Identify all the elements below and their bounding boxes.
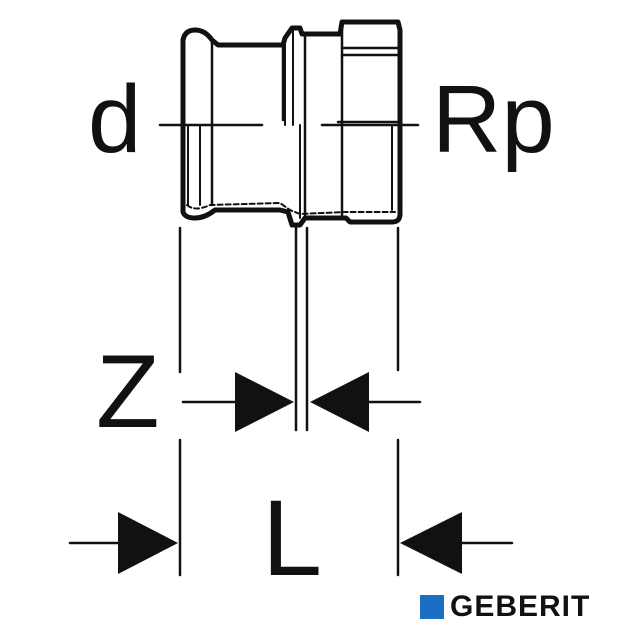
arrow-left-icon (310, 372, 369, 432)
arrow-left-icon (400, 512, 462, 574)
label-d: d (88, 66, 142, 173)
geberit-logo: GEBERIT (420, 590, 590, 624)
label-l: L (262, 477, 323, 598)
logo-square-icon (420, 595, 444, 619)
arrow-right-icon (118, 512, 178, 574)
logo-text: GEBERIT (450, 590, 591, 623)
label-rp: Rp (432, 66, 555, 173)
label-z: Z (96, 334, 160, 450)
arrow-right-icon (235, 372, 294, 432)
